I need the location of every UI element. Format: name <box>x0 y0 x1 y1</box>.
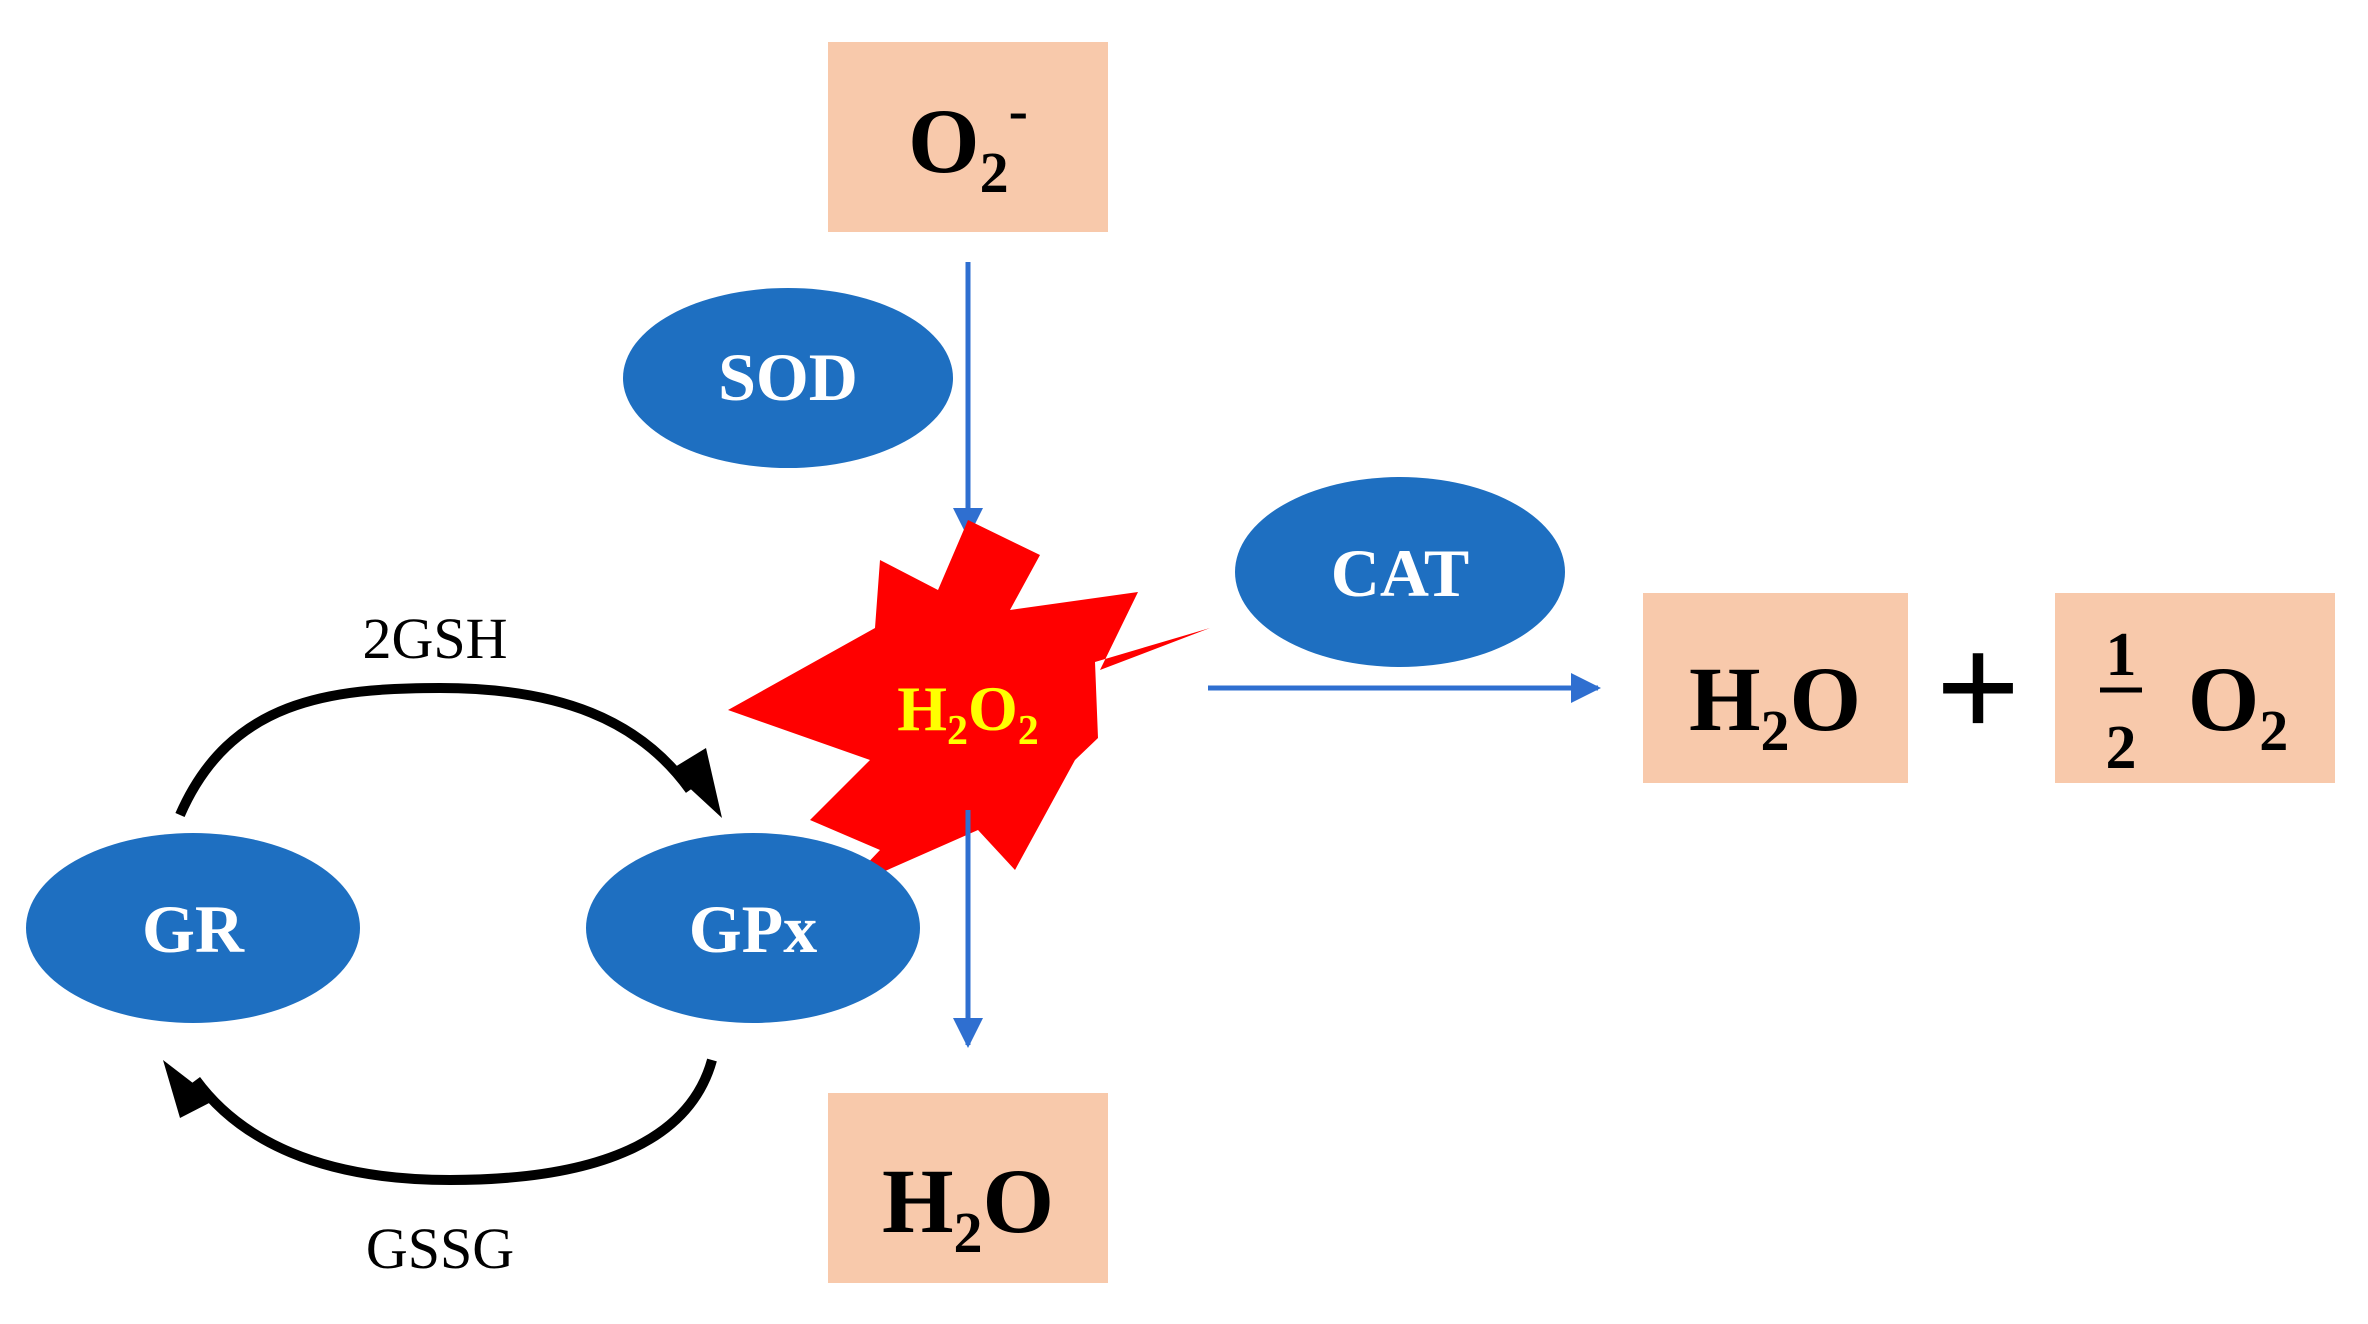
water-bottom-label: H2O <box>882 1150 1054 1265</box>
h2o2-h: H <box>897 673 947 744</box>
superoxide-superscript: - <box>1009 78 1028 143</box>
superoxide-label: O2- <box>908 78 1028 205</box>
half-oxygen-numerator: 1 <box>2106 621 2137 689</box>
half-oxygen-node: 1 2 O2 <box>2055 593 2335 783</box>
sod-ellipse <box>623 288 953 468</box>
superoxide-subscript: 2 <box>980 140 1009 205</box>
hydrogen-peroxide-label: H2O2 <box>897 673 1039 754</box>
cycle-arrow-top <box>175 682 695 817</box>
water-right-node: H2O <box>1643 593 1908 783</box>
water-right-box <box>1643 593 1908 783</box>
half-oxygen-subscript: 2 <box>2259 698 2288 763</box>
cycle-arrow-bottom <box>191 1058 717 1186</box>
sod-label: SOD <box>718 339 858 415</box>
h2o2-subscript-1: 2 <box>947 708 968 754</box>
half-oxygen-denominator: 2 <box>2106 714 2137 782</box>
water-bottom-o: O <box>983 1150 1055 1252</box>
gr-label: GR <box>142 891 245 967</box>
superoxide-base: O <box>908 90 980 192</box>
glutathione-cycle: 2GSH GSSG <box>163 606 722 1281</box>
cat-enzyme: CAT <box>1235 477 1565 667</box>
water-right-subscript: 2 <box>1761 698 1790 763</box>
gpx-enzyme: GPx <box>586 833 920 1023</box>
sod-enzyme: SOD <box>623 288 953 468</box>
water-right-label: H2O <box>1689 648 1861 763</box>
half-oxygen-base: O <box>2188 648 2260 750</box>
h2o2-o: O <box>968 673 1018 744</box>
water-right-h: H <box>1689 648 1761 750</box>
plus-sign: + <box>1935 605 2020 771</box>
cycle-bottom-label: GSSG <box>366 1216 514 1281</box>
water-bottom-h: H <box>882 1150 954 1252</box>
cycle-top-label: 2GSH <box>362 606 507 671</box>
water-bottom-node: H2O <box>828 1093 1108 1283</box>
gpx-ellipse <box>586 833 920 1023</box>
hydrogen-peroxide-node: H2O2 <box>728 520 1210 890</box>
water-bottom-subscript: 2 <box>954 1200 983 1265</box>
cat-ellipse <box>1235 477 1565 667</box>
cycle-arrowhead-bottom <box>163 1060 215 1118</box>
gpx-label: GPx <box>689 891 817 967</box>
water-bottom-box <box>828 1093 1108 1283</box>
gr-ellipse <box>26 833 360 1023</box>
water-right-o: O <box>1790 648 1862 750</box>
cat-label: CAT <box>1331 535 1470 611</box>
superoxide-box <box>828 42 1108 232</box>
cycle-arrowhead-top <box>670 748 722 818</box>
h2o2-subscript-2: 2 <box>1018 708 1039 754</box>
half-oxygen-molecule: O2 <box>2188 648 2289 763</box>
hydrogen-peroxide-burst <box>728 520 1210 890</box>
superoxide-node: O2- <box>828 42 1108 232</box>
gr-enzyme: GR <box>26 833 360 1023</box>
